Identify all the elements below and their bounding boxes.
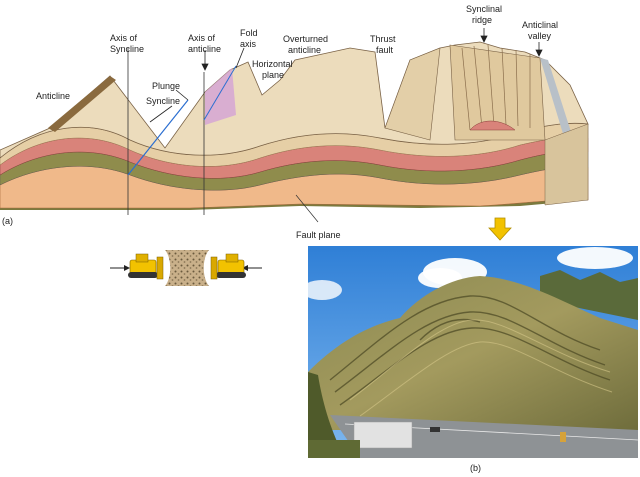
label-syncline: Syncline: [146, 96, 180, 106]
label-anticline: Anticline: [36, 91, 70, 101]
fold-axis-line: [203, 65, 237, 121]
label-panel-a: (a): [2, 216, 13, 226]
plunge-line: [127, 99, 189, 176]
label-axis-of-anticline-1: Axis of: [188, 33, 216, 43]
anticlinal-valley-stripe: [540, 58, 572, 137]
label-arrows: [149, 28, 543, 123]
fault-plane-line: [295, 194, 319, 223]
fold-stripes: [329, 295, 611, 406]
label-plunge: Plunge: [152, 81, 180, 91]
label-anticlinal-valley-2: valley: [528, 31, 552, 41]
right-ground: [544, 123, 589, 206]
bulldozer-left-icon: [128, 253, 164, 280]
ridge-striations: [461, 44, 531, 131]
label-horizontal-plane-1: Horizontal: [252, 59, 293, 69]
label-axis-of-syncline-2: Syncline: [110, 44, 144, 54]
label-axis-of-anticline-2: anticline: [188, 44, 221, 54]
down-arrow-icon: [488, 217, 512, 241]
label-overturned-anticline-1: Overturned: [283, 34, 328, 44]
ridge-syncline-core: [469, 120, 516, 131]
label-fault-plane: Fault plane: [296, 230, 341, 240]
label-synclinal-ridge-1: Synclinal: [466, 4, 502, 14]
label-horizontal-plane-2: plane: [262, 70, 284, 80]
axial-plane: [205, 68, 236, 125]
label-overturned-anticline-2: anticline: [288, 45, 321, 55]
label-fold-axis-1: Fold: [240, 28, 258, 38]
road-cut-photo: [302, 246, 639, 458]
folded-hillside: [308, 276, 638, 430]
label-axis-of-syncline-1: Axis of: [110, 33, 138, 43]
block-diagram: [0, 28, 589, 223]
thrust-cliff: [384, 47, 441, 141]
bulldozer-right-icon: [210, 253, 246, 280]
compression-illustration: [110, 250, 262, 286]
label-synclinal-ridge-2: ridge: [472, 15, 492, 25]
label-fold-axis-2: axis: [240, 39, 257, 49]
label-thrust-fault-2: fault: [376, 45, 394, 55]
gravel-block: [165, 250, 209, 286]
anticline-slab: [48, 76, 116, 132]
label-panel-b: (b): [470, 463, 481, 473]
label-thrust-fault-1: Thrust: [370, 34, 396, 44]
label-anticlinal-valley-1: Anticlinal: [522, 20, 558, 30]
